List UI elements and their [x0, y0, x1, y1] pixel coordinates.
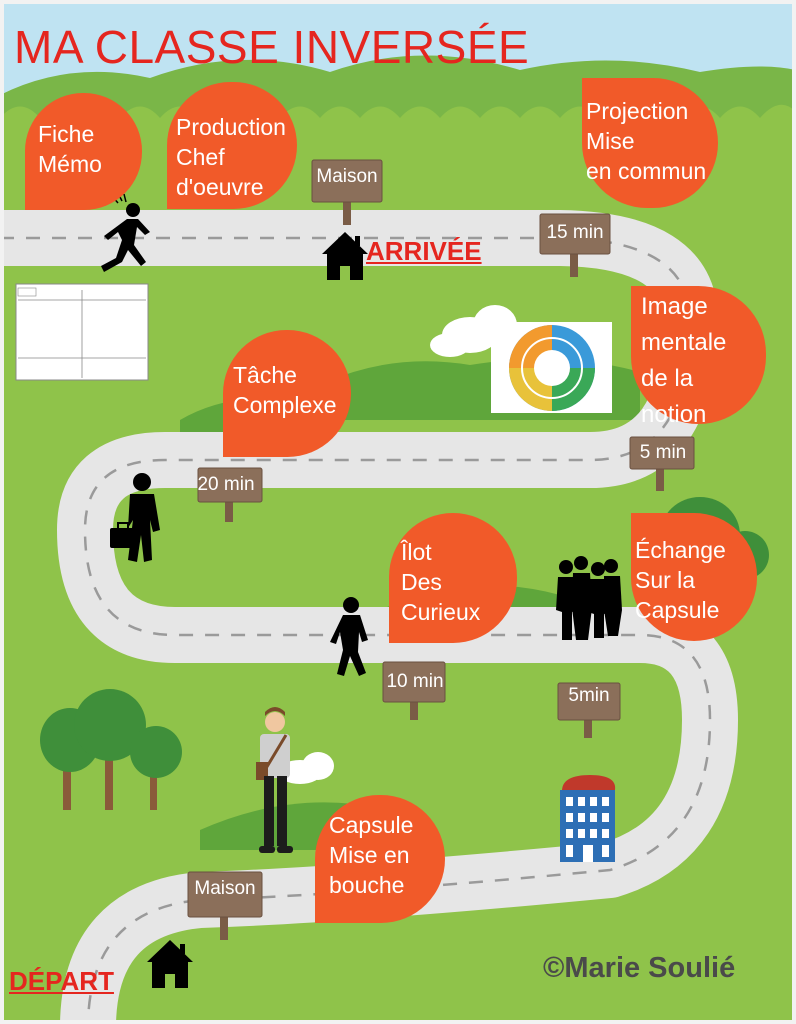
cloud-icon: [278, 752, 334, 784]
label-arrivee: ARRIVÉE: [366, 236, 482, 266]
bubble-text: Image mentale de la notion: [641, 293, 727, 428]
sign-20-min: 20 min: [197, 474, 255, 495]
bubble-text: Échange Sur la Capsule: [635, 537, 726, 623]
sign-5min-bottom: 5min: [568, 685, 610, 706]
copyright-text: ©Marie Soulié: [543, 952, 736, 984]
group-silhouette-icon: [556, 556, 622, 640]
document-table-thumbnail: [15, 283, 149, 381]
sign-15-min: 15 min: [546, 222, 604, 243]
bubble-text: Îlot Des Curieux: [401, 539, 481, 625]
bubble-text: Capsule Mise en bouche: [329, 812, 414, 898]
bubble-ilot: Îlot Des Curieux: [389, 513, 517, 643]
wooden-sign-boards: [187, 159, 695, 918]
house-icon: [147, 940, 193, 988]
bubble-tache-complexe: Tâche Complexe: [223, 330, 351, 457]
sign-10-min: 10 min: [386, 671, 444, 692]
businessman-icon: [110, 473, 160, 562]
bubble-image-mentale: Image mentale de la notion: [631, 286, 766, 428]
tree-icon: [40, 689, 182, 810]
sign-maison-bottom: Maison: [194, 878, 256, 899]
page-title: MA CLASSE INVERSÉE: [14, 21, 530, 73]
bubble-fiche-memo: Fiche Mémo: [25, 93, 142, 210]
house-icon: [322, 232, 368, 280]
building-icon: [560, 775, 616, 862]
bubble-text: Projection Mise en commun: [586, 98, 707, 184]
student-icon: [256, 707, 293, 853]
bubble-capsule: Capsule Mise en bouche: [315, 795, 445, 923]
bubble-production: Production Chef d'oeuvre: [167, 82, 297, 209]
ring-diagram-thumbnail: [491, 322, 612, 413]
walker-icon: [330, 597, 368, 676]
bubble-echange: Échange Sur la Capsule: [631, 513, 757, 641]
sign-maison-top: Maison: [316, 166, 378, 187]
bubble-text: Fiche Mémo: [38, 121, 102, 177]
bubble-projection: Projection Mise en commun: [582, 78, 718, 208]
sign-5-min-top: 5 min: [639, 442, 687, 463]
bubble-text: Production Chef d'oeuvre: [176, 114, 286, 200]
bubble-text: Tâche Complexe: [233, 362, 337, 418]
wooden-sign-posts: [220, 200, 664, 940]
label-depart: DÉPART: [9, 966, 114, 996]
